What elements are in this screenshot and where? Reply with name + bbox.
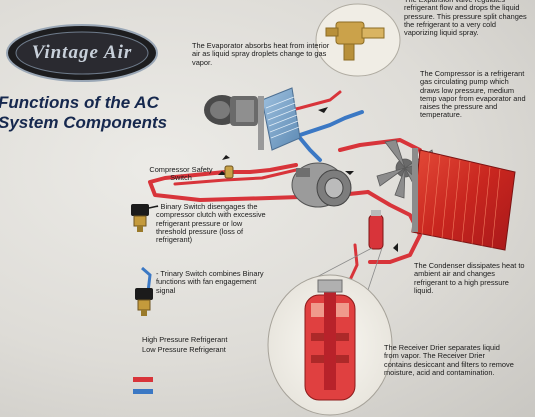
receiver-drier-cutaway-icon <box>267 274 393 416</box>
trinary-switch-label: - Trinary Switch combines Binary functio… <box>156 269 264 295</box>
compressor-safety-switch-icon <box>224 165 234 179</box>
condenser-icon <box>411 148 516 251</box>
legend-low-swatch <box>133 389 153 394</box>
receiver-drier-icon <box>368 210 384 250</box>
page-title-line2: System Components <box>0 113 168 133</box>
evaporator-icon <box>258 87 301 151</box>
trinary-switch-icon <box>135 266 153 316</box>
receiver-drier-label: The Receiver Drier separates liquid from… <box>384 343 514 377</box>
expansion-valve-icon <box>315 3 401 77</box>
legend-high-label: High Pressure Refrigerant <box>142 335 228 344</box>
binary-switch-label: - Binary Switch disengages the compresso… <box>156 202 266 245</box>
legend-low-label: Low Pressure Refrigerant <box>142 345 226 354</box>
legend-swatches <box>133 377 153 394</box>
expansion-valve-label: The Expansion valve regulates refrigeran… <box>404 0 527 38</box>
condenser-label: The Condenser dissipates heat to ambient… <box>414 261 525 295</box>
page-title: Functions of the AC System Components <box>0 93 167 133</box>
legend-high-swatch <box>133 377 153 382</box>
compressor-safety-switch-label: Compressor Safety Switch <box>149 165 213 183</box>
compressor-label: The Compressor is a refrigerant gas circ… <box>420 69 526 120</box>
compressor-icon <box>291 162 352 208</box>
page-title-line1: Functions of the AC <box>0 93 159 112</box>
evaporator-label: The Evaporator absorbs heat from interio… <box>192 41 330 67</box>
vintage-air-logo: Vintage Air <box>6 24 158 82</box>
binary-switch-icon <box>131 204 159 232</box>
blower-icon <box>204 95 258 126</box>
svg-text:Vintage Air: Vintage Air <box>32 42 133 63</box>
